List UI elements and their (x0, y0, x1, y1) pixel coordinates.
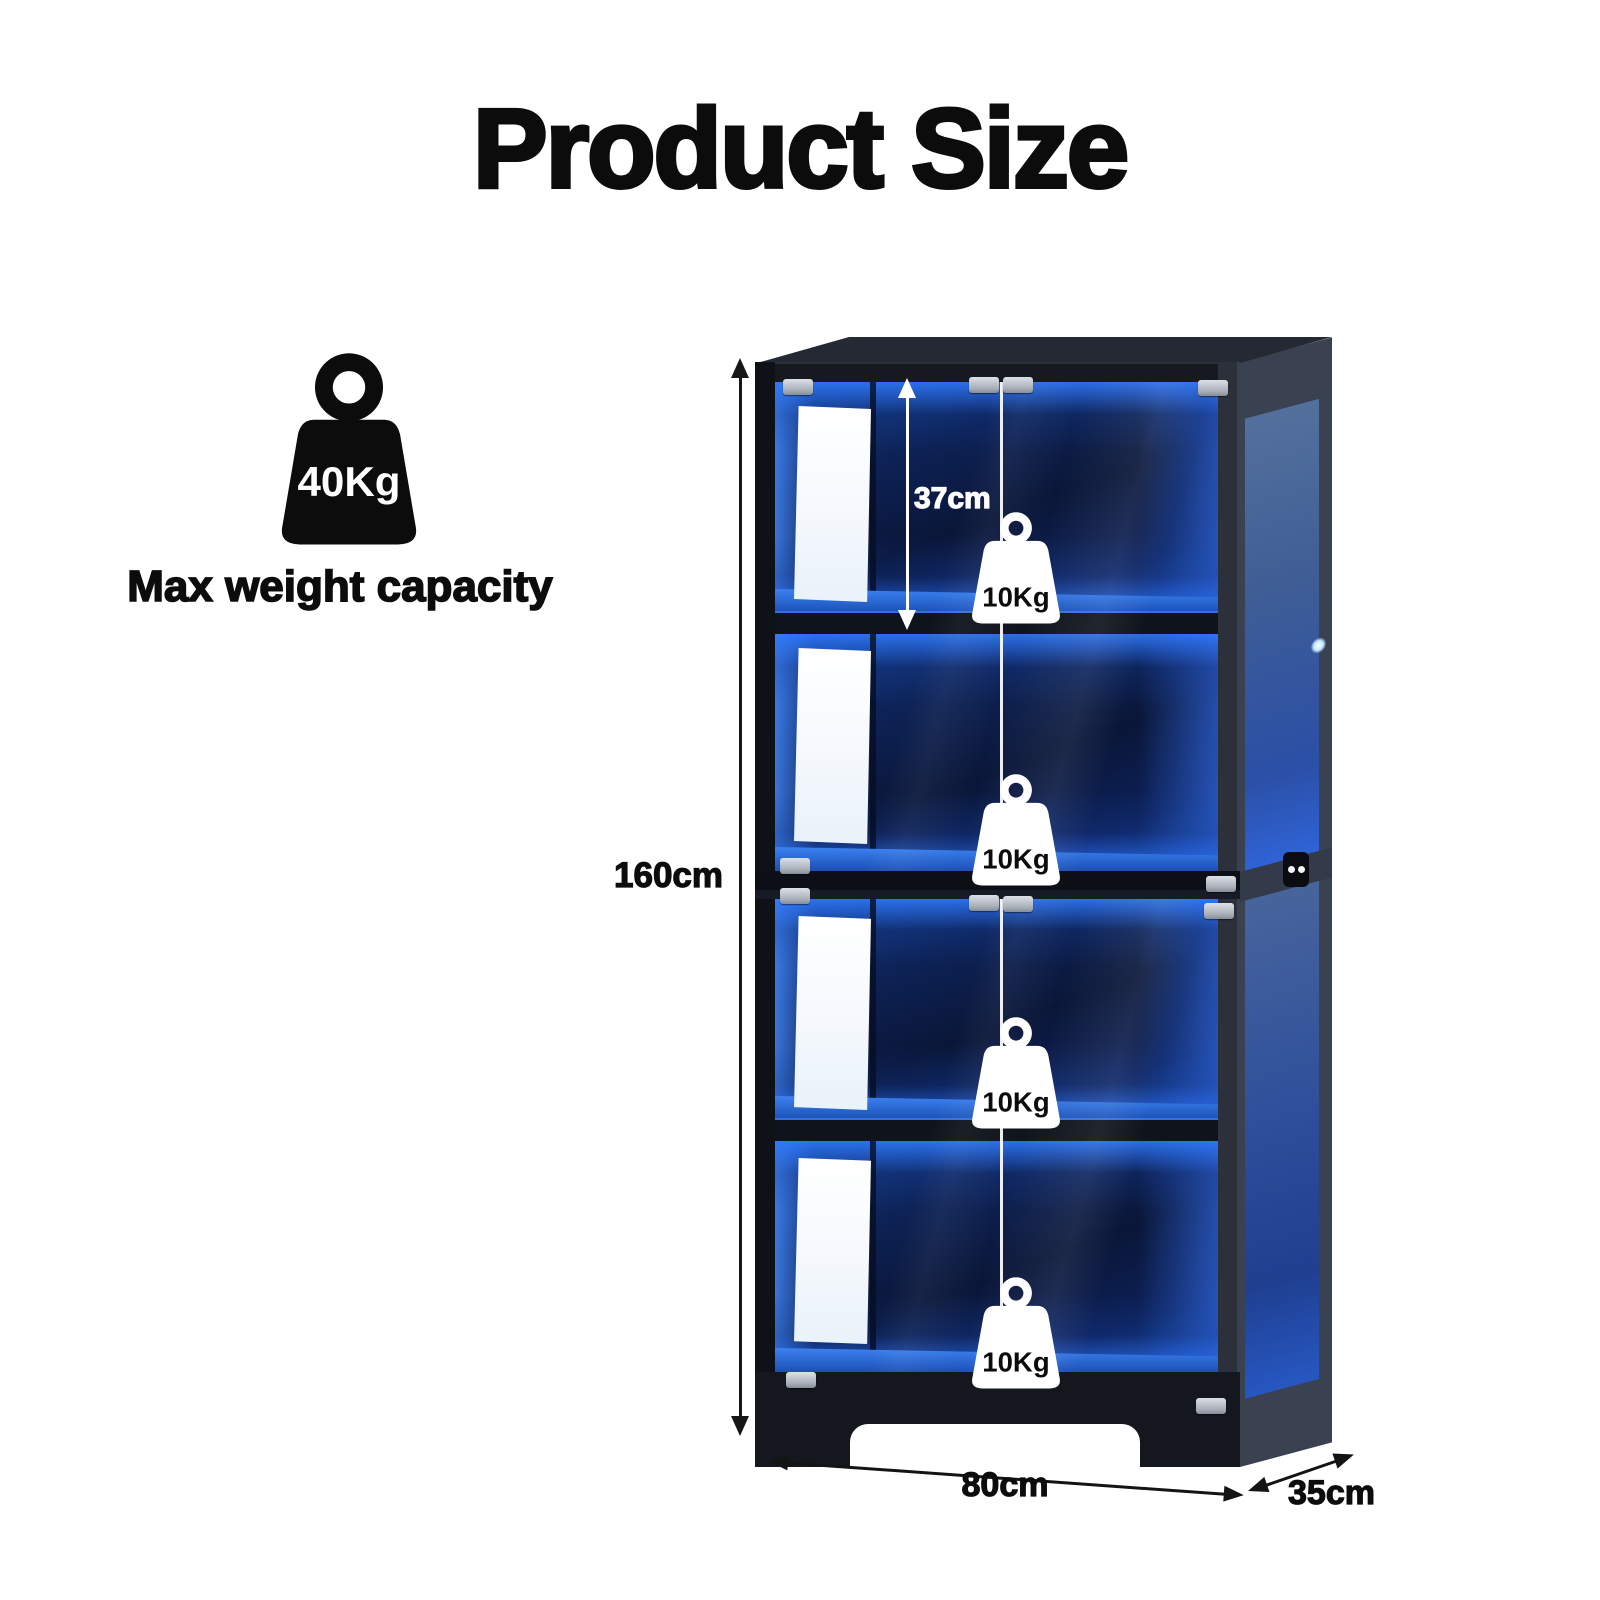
shelf-height-label: 37cm (913, 481, 991, 515)
page-title: Product Size (471, 84, 1131, 213)
side-glass-lower (1245, 880, 1319, 1399)
shelf-weight-icon: 10Kg (972, 774, 1060, 886)
base-arch-cutout (850, 1424, 1140, 1467)
control-button-dot (1287, 866, 1295, 873)
cabinet-side-panel (1240, 337, 1332, 1468)
door-hinge (1003, 896, 1033, 912)
shelf-weight-value: 10Kg (982, 1087, 1049, 1118)
door-edge (870, 1141, 876, 1372)
height-dimension-arrow (731, 358, 749, 1436)
shelf-weight-value: 10Kg (982, 582, 1049, 613)
door-hinge (780, 858, 810, 874)
door-hinge (1204, 903, 1234, 919)
door-hinge (1206, 876, 1236, 892)
door-hinge (783, 379, 813, 395)
control-button-dot (1297, 866, 1305, 873)
glass-door-reflection (794, 406, 871, 602)
side-glass-upper (1245, 398, 1319, 871)
door-hinge (1196, 1398, 1226, 1414)
max-weight-label: Max weight capacity (126, 561, 553, 612)
glass-door-reflection (794, 648, 871, 844)
door-hinge (969, 377, 999, 393)
glass-door-reflection (794, 1158, 871, 1344)
door-hinge (1003, 377, 1033, 393)
shelf-2 (775, 1120, 1218, 1141)
shelf-height-arrow (898, 378, 916, 630)
glass-door-seam (1000, 382, 1003, 871)
shelf-weight-value: 10Kg (982, 1347, 1049, 1378)
door-edge (870, 382, 876, 613)
glass-door-reflection (794, 916, 871, 1110)
door-edge (870, 634, 876, 871)
frame-post-left (755, 362, 775, 1467)
depth-dimension-label: 35cm (1287, 1473, 1375, 1512)
door-hinge (786, 1372, 816, 1388)
shelf-weight-value: 10Kg (982, 844, 1049, 875)
door-hinge (1198, 380, 1228, 396)
cabinet-top-slab (755, 362, 1240, 382)
glass-door-seam (1000, 899, 1003, 1372)
max-weight-icon: 40Kg (281, 353, 417, 545)
shelf-weight-icon: 10Kg (972, 512, 1060, 624)
cabinet-top-surface (757, 337, 1332, 363)
door-hinge (780, 888, 810, 904)
shelf-weight-icon: 10Kg (972, 1017, 1060, 1129)
width-dimension-label: 80cm (961, 1465, 1049, 1504)
shelf-weight-icon: 10Kg (972, 1277, 1060, 1389)
door-edge (870, 899, 876, 1120)
height-dimension-label: 160cm (613, 855, 723, 895)
led-control-panel (1283, 852, 1309, 887)
max-weight-value: 40Kg (298, 458, 401, 505)
door-hinge (969, 895, 999, 911)
